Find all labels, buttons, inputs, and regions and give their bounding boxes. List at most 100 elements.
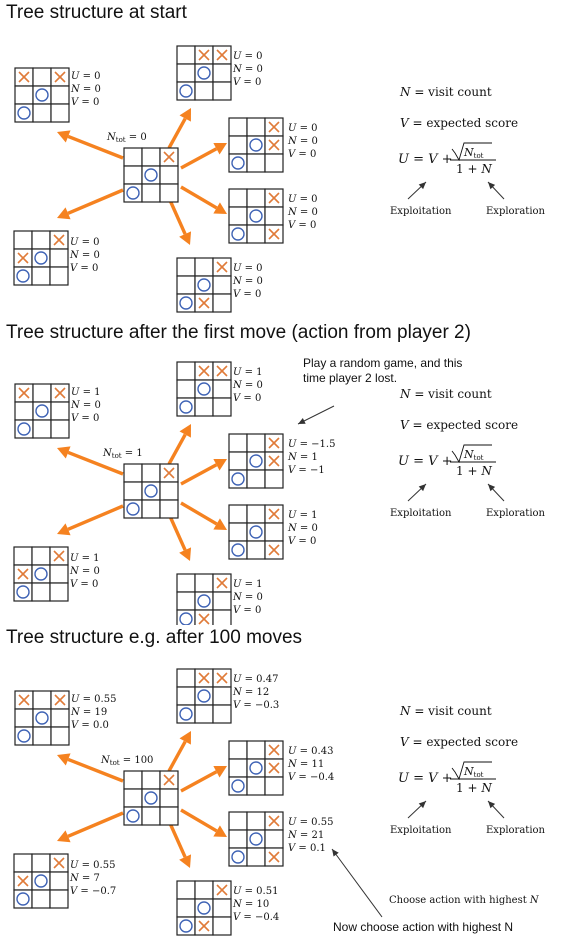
o-mark (231, 227, 245, 241)
o-mark (197, 901, 211, 915)
child-board (228, 504, 284, 560)
board-cell (13, 230, 33, 250)
arrow-head (57, 207, 71, 220)
board-cell (123, 770, 143, 790)
board-cell (159, 481, 179, 501)
arrow-head (179, 424, 191, 438)
board-cell (228, 740, 248, 760)
x-mark (17, 875, 29, 887)
board-cell (212, 275, 232, 295)
node-stat: N = 0 (232, 380, 263, 391)
node-stat: U = 0 (233, 263, 263, 274)
board-cell (141, 499, 161, 519)
node-stat: N = 11 (287, 759, 324, 770)
board-cell (228, 206, 248, 226)
legend-exploitation-label: Exploitation (390, 206, 452, 217)
x-mark (18, 71, 30, 83)
node-stat: U = 0 (70, 237, 100, 248)
x-mark (198, 49, 210, 61)
root-total-visits: Ntot = 0 (106, 132, 147, 144)
tree-edge-arrow (57, 504, 124, 536)
board-cell (14, 708, 34, 728)
board-cell (194, 397, 214, 417)
o-mark (35, 404, 49, 418)
x-mark (216, 884, 228, 896)
exploitation-arrow (407, 181, 427, 200)
root-total-visits: Ntot = 1 (102, 448, 143, 460)
svg-text:Ntot: Ntot (463, 146, 484, 160)
board-cell (246, 153, 266, 173)
tree-edge-arrow (167, 197, 192, 245)
o-mark (249, 138, 263, 152)
o-mark (179, 400, 193, 414)
o-mark (16, 585, 30, 599)
exploration-arrow (487, 483, 505, 502)
board-cell (246, 433, 266, 453)
board-cell (123, 147, 143, 167)
legend-n-definition: N = visit count (399, 387, 492, 401)
x-mark (268, 544, 280, 556)
board-cell (194, 257, 214, 277)
random-game-note: Play a random game, and this time player… (303, 356, 463, 385)
node-stat: U = 1 (288, 510, 318, 521)
node-stat: N = 0 (70, 84, 101, 95)
o-mark (34, 874, 48, 888)
x-mark (198, 672, 210, 684)
arrow-shaft (67, 450, 124, 476)
arrow-shaft (167, 820, 187, 858)
node-stat: V = 0 (288, 149, 316, 160)
board-cell (194, 704, 214, 724)
o-mark (179, 296, 193, 310)
tree-edge-arrow (57, 446, 124, 476)
tree-edge-arrow (180, 459, 227, 486)
child-board (176, 361, 232, 417)
o-mark (197, 594, 211, 608)
x-mark (268, 744, 280, 756)
o-mark (197, 689, 211, 703)
x-mark (18, 694, 30, 706)
board-cell (32, 383, 52, 403)
node-stat: N = 0 (232, 64, 263, 75)
board-cell (32, 67, 52, 87)
board-cell (194, 573, 214, 593)
board-cell (49, 889, 69, 909)
o-mark (17, 106, 31, 120)
board-cell (32, 103, 52, 123)
o-mark (144, 791, 158, 805)
board-cell (49, 582, 69, 602)
board-cell (159, 165, 179, 185)
board-cell (13, 853, 33, 873)
board-cell (159, 499, 179, 519)
legend-exploitation-label: Exploitation (390, 508, 452, 519)
x-mark (216, 365, 228, 377)
board-cell (176, 573, 196, 593)
x-mark (198, 920, 210, 932)
child-board (176, 257, 232, 313)
svg-text:U = V +: U = V + (398, 152, 453, 167)
board-cell (176, 591, 196, 611)
board-cell (31, 889, 51, 909)
board-cell (228, 758, 248, 778)
panel-100-moves: Tree structure e.g. after 100 moves Ntot… (0, 625, 567, 951)
arrow-shaft (167, 513, 187, 551)
exploitation-arrow (407, 800, 427, 819)
o-mark (179, 919, 193, 933)
board-cell (228, 829, 248, 849)
node-stat: U = 1 (71, 387, 101, 398)
exploitation-arrow (407, 483, 427, 502)
o-mark (17, 729, 31, 743)
node-stat: U = 1 (233, 367, 263, 378)
board-cell (264, 153, 284, 173)
o-mark (17, 422, 31, 436)
svg-text:1 + N: 1 + N (456, 464, 492, 478)
board-cell (123, 165, 143, 185)
node-stat: V = 0 (233, 77, 261, 88)
x-mark (216, 577, 228, 589)
node-stat: U = 0.51 (233, 886, 278, 897)
legend-exploration-label: Exploration (486, 206, 546, 217)
node-stat: V = 0 (71, 413, 99, 424)
board-cell (212, 397, 232, 417)
x-mark (268, 851, 280, 863)
board-cell (264, 522, 284, 542)
